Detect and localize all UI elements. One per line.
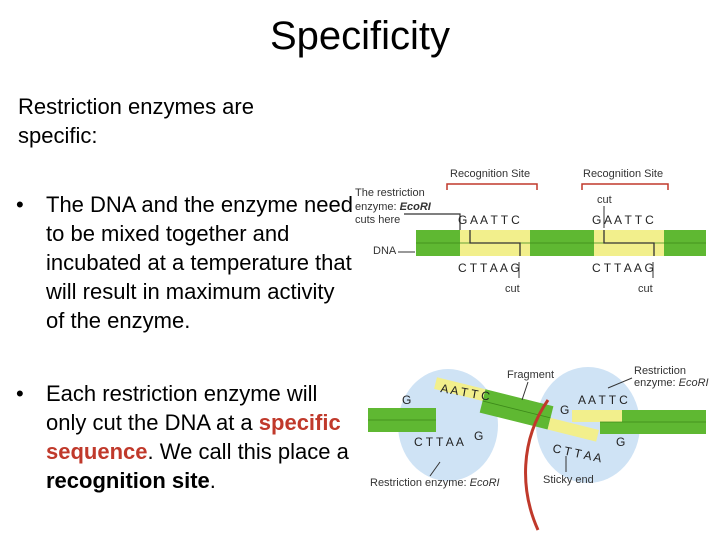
bullet-text-2-part2: . We call this place a [147, 439, 349, 464]
enzyme-label-line-1: The restriction [355, 187, 425, 199]
bottom-seq-left: C T T A A G [458, 261, 520, 275]
cut-label-bottom-left: cut [505, 283, 520, 295]
recognition-highlight-right-top [594, 230, 664, 243]
sticky-end-label: Sticky end [543, 474, 594, 486]
bottom-enzyme-caption: Restriction enzyme: EcoRI [370, 477, 500, 489]
recognition-highlight-right-bottom [594, 243, 664, 256]
page-title: Specificity [269, 14, 451, 58]
bottom-enzyme-pointer [607, 377, 633, 389]
bullet-list: • The DNA and the enzyme need to be mixe… [14, 190, 354, 495]
left-bottom-seq: C T T A A [414, 435, 464, 449]
dna-right-sticky [572, 410, 622, 422]
enzyme-label-line-2: enzyme: EcoRI [355, 201, 432, 213]
bullet-dot: • [16, 381, 24, 406]
top-diagram: The restriction enzyme: EcoRI cuts here … [355, 168, 706, 295]
recognition-bracket-right [581, 183, 669, 190]
cut-label-bottom-right: cut [638, 283, 653, 295]
bullet-dot: • [16, 192, 24, 217]
recognition-highlight-left-top [460, 230, 530, 243]
dna-label: DNA [373, 245, 397, 257]
bottom-enzyme-caption-pointer [429, 461, 441, 477]
fragment-sticky-top-left [434, 377, 486, 401]
recognition-site-right-label: Recognition Site [583, 168, 663, 180]
right-g-top: G [560, 403, 569, 417]
dna-fragment [434, 377, 600, 442]
middle-g: G [474, 429, 483, 443]
right-top-seq: A A T T C [578, 393, 628, 407]
recognition-site-bold: recognition site [46, 468, 210, 493]
cut-line-left [469, 230, 521, 256]
recognition-bracket-left [446, 183, 538, 190]
intro-text: Restriction enzymes are specific: [18, 94, 254, 148]
left-g: G [402, 393, 411, 407]
fragment-pointer [521, 381, 529, 401]
right-g-bottom: G [616, 435, 625, 449]
enzyme-blob-right [536, 367, 640, 483]
enzyme-cut-curve [524, 399, 550, 531]
specific-sequence-highlight: specific sequence [46, 410, 341, 464]
bullet-text-2-end: . [209, 468, 216, 493]
bottom-seq-right: C T T A A G [592, 261, 654, 275]
top-seq-left: G A A T T C [458, 213, 520, 227]
recognition-site-left-label: Recognition Site [450, 168, 530, 180]
top-seq-right: G A A T T C [592, 213, 654, 227]
enzyme-label-line-3: cuts here [355, 214, 400, 226]
bullet-text-1: The DNA and the enzyme need to be mixed … [46, 192, 353, 333]
fragment-label: Fragment [507, 369, 554, 381]
bullet-item-2: • Each restriction enzyme will only cut … [14, 379, 354, 495]
recognition-highlight-left-bottom [460, 243, 530, 256]
cut-line-right [603, 230, 655, 256]
bullet-text-2-part1: Each restriction enzyme will only cut th… [46, 381, 318, 435]
bottom-diagram: Fragment Restriction enzyme: EcoRI A A T… [368, 365, 709, 531]
bottom-enzyme-label-line-1: Restriction [634, 365, 686, 377]
fragment-sticky-bottom-right [547, 417, 600, 442]
cut-label-top-right: cut [597, 194, 612, 206]
bullet-item-1: • The DNA and the enzyme need to be mixe… [14, 190, 354, 335]
bottom-enzyme-label-line-2: enzyme: EcoRI [634, 377, 709, 389]
